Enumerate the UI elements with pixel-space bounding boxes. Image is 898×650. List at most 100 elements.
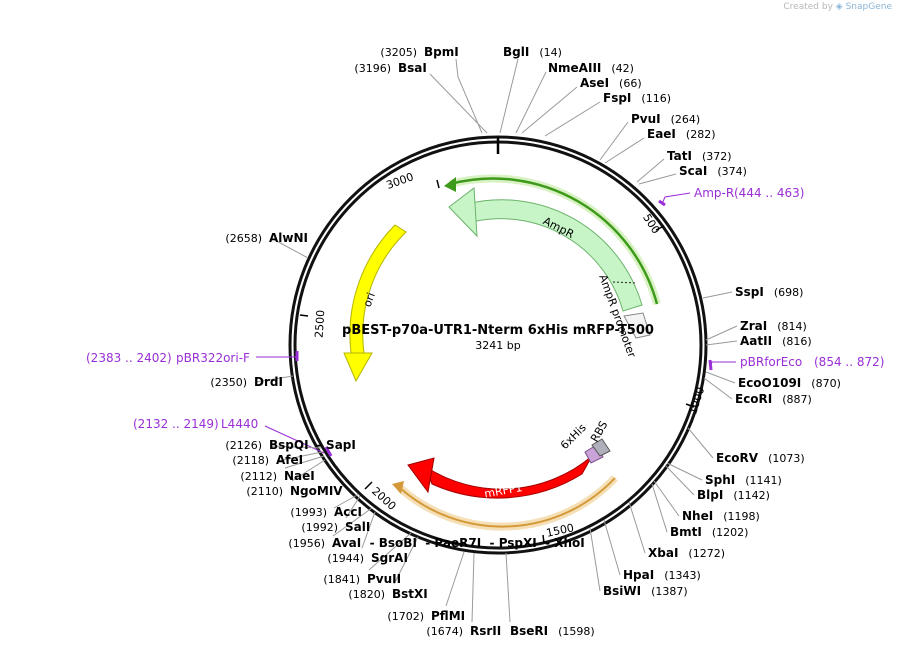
site-sphi-leader xyxy=(666,462,703,481)
site-pvui-position: (264) xyxy=(671,113,701,126)
site-xbai[interactable]: XbaI(1272) xyxy=(628,501,725,560)
site-sspi-leader xyxy=(702,291,733,299)
site-avaigroup[interactable]: AvaI - BsoBI - PaeR7I - PspXI - XhoI(195… xyxy=(288,507,585,550)
site-bsai-leader xyxy=(429,73,488,134)
site-pvui-name: PvuI xyxy=(631,112,661,126)
site-bsai-name: BsaI xyxy=(398,61,427,75)
site-pvuii[interactable]: PvuII(1841) xyxy=(323,532,412,586)
site-pvui[interactable]: PvuI (264) xyxy=(599,112,701,161)
site-bgli-position: (14) xyxy=(539,46,562,59)
site-bseri[interactable]: BseRI(1598) xyxy=(505,552,595,638)
his-tag-label: 6xHis xyxy=(558,421,589,452)
site-hpai-name: HpaI xyxy=(623,568,654,582)
site-nmeaiii[interactable]: NmeAIII(42) xyxy=(515,61,634,134)
site-tati[interactable]: TatI (372) xyxy=(636,149,732,183)
site-bspqi[interactable]: BspQI - SapI(2126) xyxy=(225,438,355,452)
site-alwni-name: AlwNI xyxy=(269,231,308,245)
site-nmeaiii-name: NmeAIII xyxy=(548,61,601,75)
snapgene-brand-text: SnapGene xyxy=(845,2,892,12)
site-nhei-position: (1198) xyxy=(723,510,760,523)
site-bsiwi-leader xyxy=(589,527,601,592)
ampr-outline-arrowhead xyxy=(444,177,456,192)
site-ecoo109i[interactable]: EcoO109I(870) xyxy=(705,371,841,390)
site-alwni[interactable]: AlwNI (2658) xyxy=(225,231,309,259)
site-rsrii[interactable]: RsrII(1674) xyxy=(426,552,501,638)
primer-pbrforeco-name: pBRforEco xyxy=(740,355,802,369)
site-bspqi-leader xyxy=(269,445,322,449)
site-fspi[interactable]: FspI(116) xyxy=(544,91,671,137)
site-ecoo109i-leader xyxy=(705,371,736,384)
site-ngomiv[interactable]: NgoMIV(2110) xyxy=(246,459,343,498)
site-bstxi[interactable]: BstXI(1820) xyxy=(348,536,428,601)
site-alwni-position: (2658) xyxy=(225,232,262,245)
site-bsai[interactable]: BsaI (3196) xyxy=(354,61,488,134)
site-blpi[interactable]: BlpI(1142) xyxy=(665,465,770,502)
site-naei-position: (2112) xyxy=(240,470,277,483)
site-sali-leader xyxy=(345,495,361,519)
site-bseri-leader xyxy=(505,552,511,623)
site-zrai[interactable]: ZraI(814) xyxy=(705,319,807,341)
ampr-arrowhead xyxy=(448,187,478,238)
site-bmti[interactable]: BmtI(1202) xyxy=(651,483,748,539)
primer-pbrforeco-range: (854 .. 872) xyxy=(814,355,884,369)
primer-pbr322ori-f[interactable]: (2383 .. 2402) pBR322ori-F xyxy=(86,351,299,365)
site-ecorv-position: (1073) xyxy=(768,452,805,465)
site-bgli-name: BglI xyxy=(503,45,529,59)
site-bseri-position: (1598) xyxy=(558,625,595,638)
site-afei[interactable]: AfeI(2118) xyxy=(232,451,323,467)
site-zrai-position: (814) xyxy=(777,320,807,333)
site-sgrai-leader xyxy=(361,511,376,549)
site-afei-position: (2118) xyxy=(232,454,269,467)
site-acci[interactable]: AccI(1993) xyxy=(290,493,362,519)
site-ecori[interactable]: EcoRI(887) xyxy=(703,377,812,406)
primer-l4440[interactable]: (2132 .. 2149) L4440 xyxy=(133,417,333,457)
site-fspi-position: (116) xyxy=(641,92,671,105)
site-rsrii-name: RsrII xyxy=(470,624,501,638)
site-pvui-leader xyxy=(599,121,629,161)
site-bpmi-position: (3205) xyxy=(380,46,417,59)
site-tati-position: (372) xyxy=(702,150,732,163)
site-nhei[interactable]: NheI (1198) xyxy=(653,480,760,523)
site-bstxi-leader xyxy=(393,536,419,585)
site-aatii[interactable]: AatII(816) xyxy=(705,334,812,348)
site-drdi[interactable]: DrdI(2350) xyxy=(210,375,294,389)
site-drdi-position: (2350) xyxy=(210,376,247,389)
site-eaei[interactable]: EaeI(282) xyxy=(604,127,716,164)
site-sgrai[interactable]: SgrAI(1944) xyxy=(327,511,408,565)
site-naei[interactable]: NaeI(2112) xyxy=(240,455,325,483)
primer-l4440-leader xyxy=(264,425,325,454)
site-sali[interactable]: SalI(1992) xyxy=(301,495,370,534)
site-asei-position: (66) xyxy=(619,77,642,90)
site-bsiwi-name: BsiWI xyxy=(603,584,641,598)
tick-mark-1500 xyxy=(542,534,545,544)
primer-amp-r[interactable]: Amp-R (444 .. 463) xyxy=(658,186,804,207)
site-pflmi[interactable]: PflMI(1702) xyxy=(387,551,465,623)
site-scai-position: (374) xyxy=(717,165,747,178)
site-asei[interactable]: AseI(66) xyxy=(521,76,642,134)
site-bspqi-position: (2126) xyxy=(225,439,262,452)
site-tati-name: TatI xyxy=(667,149,692,163)
site-blpi-position: (1142) xyxy=(733,489,770,502)
site-aatii-position: (816) xyxy=(782,335,812,348)
site-ecorv[interactable]: EcoRV(1073) xyxy=(687,427,805,465)
site-nhei-leader xyxy=(653,480,680,517)
site-nhei-name: NheI xyxy=(682,509,713,523)
site-bsiwi[interactable]: BsiWI(1387) xyxy=(589,527,688,598)
site-scai[interactable]: ScaI(374) xyxy=(638,164,747,185)
restriction-sites: BpmI(3205)BsaI(3196)BglI(14)NmeAIII(42)A… xyxy=(210,45,840,638)
site-pflmi-position: (1702) xyxy=(387,610,424,623)
primer-pbrforeco[interactable]: pBRforEco (854 .. 872) xyxy=(708,355,884,371)
site-sspi[interactable]: SspI(698) xyxy=(702,285,803,299)
site-sphi-name: SphI xyxy=(705,473,735,487)
site-bgli[interactable]: BglI (14) xyxy=(499,45,562,134)
site-bsai-position: (3196) xyxy=(354,62,391,75)
site-ecoo109i-position: (870) xyxy=(811,377,841,390)
site-sspi-name: SspI xyxy=(735,285,764,299)
site-sphi[interactable]: SphI(1141) xyxy=(666,462,782,487)
primer-l4440-name: L4440 xyxy=(221,417,258,431)
site-hpai[interactable]: HpaI(1343) xyxy=(603,519,701,582)
site-bpmi[interactable]: BpmI(3205) xyxy=(380,45,483,134)
site-drdi-leader xyxy=(255,375,294,383)
plasmid-length: 3241 bp xyxy=(475,339,520,352)
